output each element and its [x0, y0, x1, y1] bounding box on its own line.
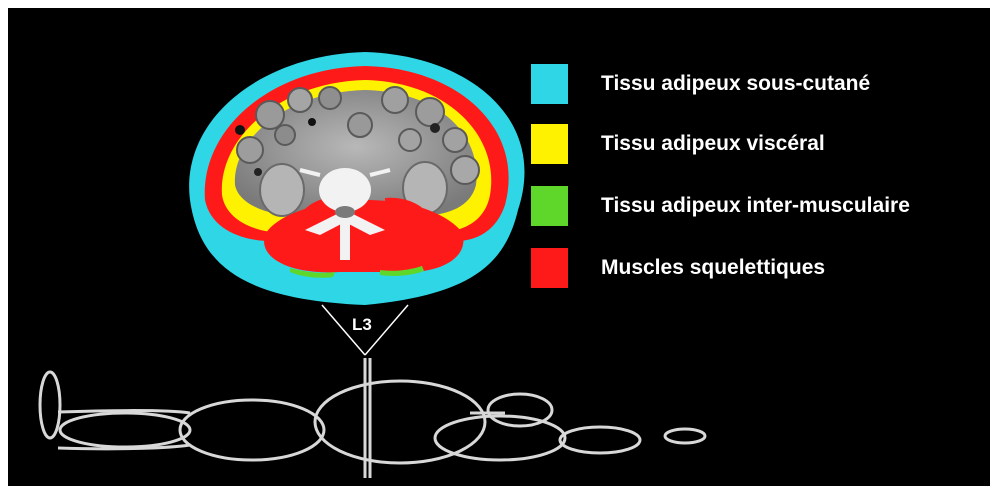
legend-item-subcutaneous: Tissu adipeux sous-cutané — [531, 64, 991, 104]
body-silhouette — [40, 358, 705, 478]
legend-label: Tissu adipeux inter-musculaire — [601, 194, 910, 218]
legend-item-intermuscular: Tissu adipeux inter-musculaire — [531, 186, 991, 226]
legend-item-muscles: Muscles squelettiques — [531, 248, 991, 288]
swatch-yellow — [531, 124, 568, 164]
l3-label: L3 — [352, 315, 372, 334]
legend-label: Tissu adipeux viscéral — [601, 132, 825, 156]
swatch-cyan — [531, 64, 568, 104]
swatch-red — [531, 248, 568, 288]
legend-label: Muscles squelettiques — [601, 256, 825, 280]
legend-label: Tissu adipeux sous-cutané — [601, 72, 870, 96]
swatch-green — [531, 186, 568, 226]
legend-item-visceral: Tissu adipeux viscéral — [531, 124, 991, 164]
